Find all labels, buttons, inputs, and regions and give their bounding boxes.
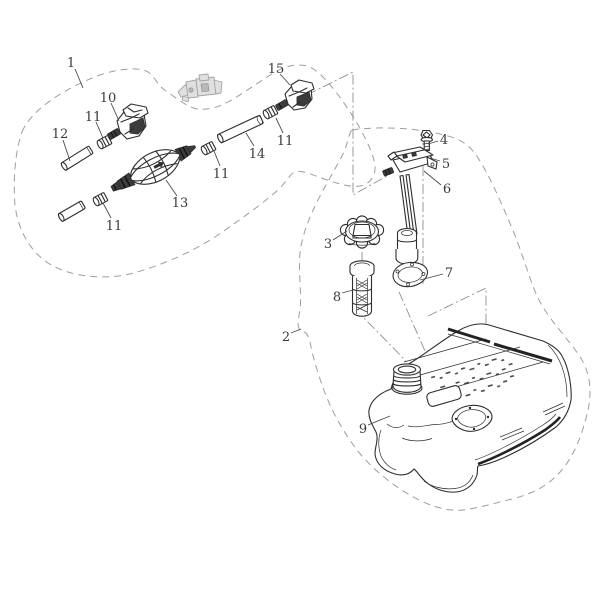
part-number-labels: 1 2 3 4 5 6 7 8 9 10 11 11 11 11 12 13 1… bbox=[52, 56, 453, 437]
callout-4: 4 bbox=[440, 133, 448, 148]
callout-5: 5 bbox=[442, 157, 450, 172]
part-10-fuel-connector bbox=[107, 103, 149, 140]
callout-12: 12 bbox=[52, 127, 69, 142]
tank-filler-neck bbox=[391, 363, 423, 395]
tank-mounting-plate bbox=[451, 404, 493, 432]
filter-mesh bbox=[356, 279, 368, 313]
group-outline-fuel-line-assembly bbox=[13, 64, 376, 278]
callout-9: 9 bbox=[359, 422, 367, 437]
callout-1: 1 bbox=[67, 56, 75, 71]
primer-bulb-left-fitting bbox=[110, 172, 136, 192]
outboard-engine-thumbnail bbox=[177, 73, 223, 103]
callout-2: 2 bbox=[282, 330, 290, 345]
callout-13: 13 bbox=[172, 196, 189, 211]
callout-15: 15 bbox=[268, 62, 285, 77]
part-7-gasket bbox=[392, 261, 429, 288]
part-14-fuel-hose bbox=[217, 115, 264, 144]
part-8-fuel-filter bbox=[349, 260, 375, 317]
callout-11b: 11 bbox=[213, 167, 230, 182]
leader-lines bbox=[62, 68, 444, 426]
callout-7: 7 bbox=[445, 266, 453, 281]
callout-3: 3 bbox=[324, 237, 332, 252]
part-6-fuel-pickup-assembly bbox=[382, 146, 438, 265]
callout-8: 8 bbox=[333, 290, 341, 305]
tank-label-plate bbox=[426, 385, 462, 407]
part-11-hose-clamps bbox=[92, 105, 279, 207]
group-outline-tank-assembly bbox=[297, 127, 591, 511]
part-3-fuel-cap bbox=[339, 215, 385, 249]
callout-6: 6 bbox=[443, 182, 451, 197]
callout-14: 14 bbox=[249, 147, 266, 162]
callout-10: 10 bbox=[100, 91, 117, 106]
flow-arrow bbox=[153, 161, 164, 169]
part-15-fuel-connector bbox=[275, 79, 315, 111]
part-9-fuel-tank bbox=[368, 323, 572, 493]
part-4-bolt bbox=[420, 129, 434, 152]
part-13-primer-bulb bbox=[110, 145, 197, 192]
callout-11c: 11 bbox=[106, 219, 123, 234]
part-12-fuel-hose bbox=[57, 145, 94, 222]
callout-11d: 11 bbox=[277, 134, 294, 149]
callout-11a: 11 bbox=[85, 110, 102, 125]
